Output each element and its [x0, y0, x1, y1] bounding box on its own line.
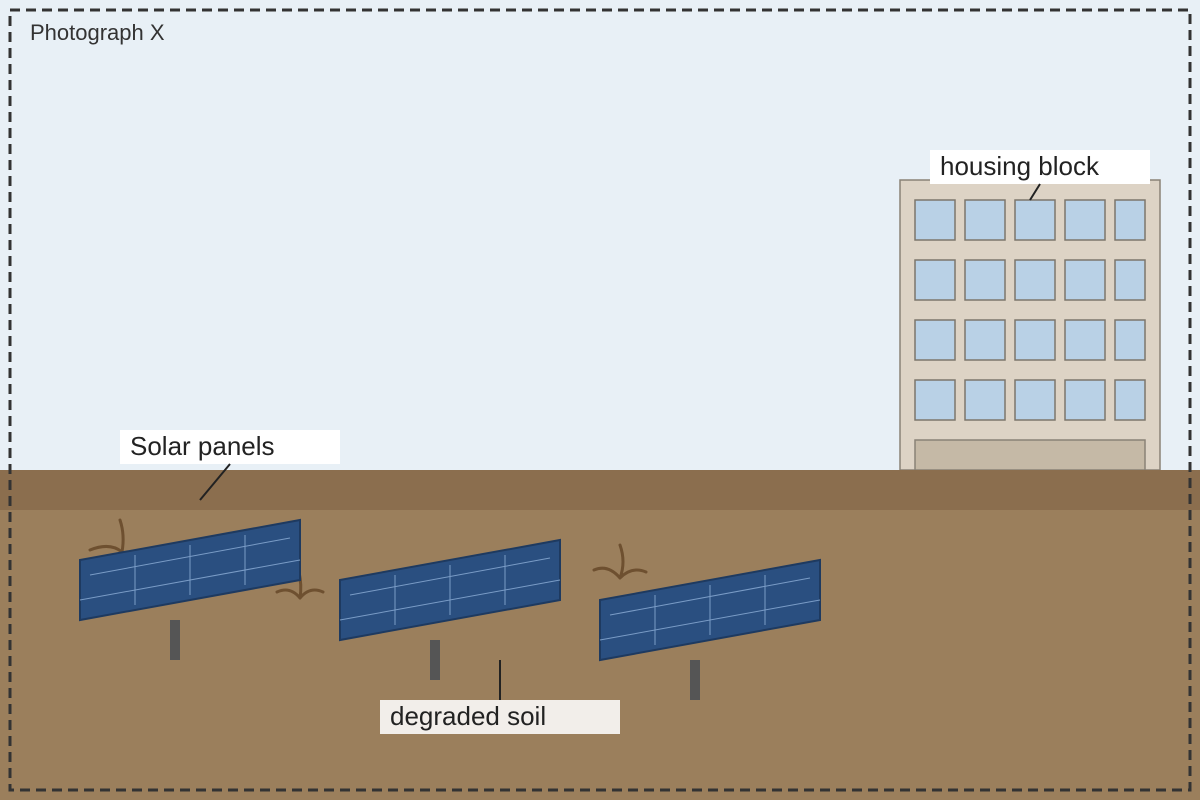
label-solar-panels: Solar panels	[120, 430, 340, 501]
building-window	[1064, 319, 1106, 361]
solar-panel-array	[79, 518, 821, 700]
weed	[88, 518, 125, 554]
solar-panel	[79, 518, 301, 660]
building-window	[1064, 379, 1106, 421]
housing-block-label: housing block	[940, 151, 1100, 181]
building-window	[1114, 319, 1146, 361]
building-window	[964, 259, 1006, 301]
label-housing-block: housing block	[930, 150, 1150, 201]
leader-line	[199, 463, 231, 501]
panel-post	[170, 620, 180, 660]
housing-block	[899, 179, 1161, 471]
building-window	[964, 199, 1006, 241]
dry-weeds	[88, 518, 648, 600]
leader-line	[1029, 183, 1041, 201]
building-window	[1064, 259, 1106, 301]
building-window	[1014, 319, 1056, 361]
building-window	[1014, 199, 1056, 241]
solar-panel	[339, 538, 561, 680]
building-window	[914, 379, 956, 421]
building-window	[1114, 199, 1146, 241]
building-window	[1014, 259, 1056, 301]
building-window	[1114, 259, 1146, 301]
figure-title: Photograph X	[30, 20, 165, 45]
ground-far	[0, 470, 1200, 510]
building-windows	[914, 199, 1146, 421]
panel-post	[690, 660, 700, 700]
building-entrance	[914, 439, 1146, 471]
building-window	[914, 259, 956, 301]
label-box	[120, 430, 340, 464]
panel-post	[430, 640, 440, 680]
building-window	[914, 319, 956, 361]
label-degraded-soil: degraded soil	[380, 660, 620, 734]
label-box	[380, 700, 620, 734]
building-window	[1114, 379, 1146, 421]
building-window	[964, 379, 1006, 421]
weed	[592, 543, 648, 580]
label-box	[930, 150, 1150, 184]
building-window	[914, 199, 956, 241]
building-window	[964, 319, 1006, 361]
solar-panels-label: Solar panels	[130, 431, 275, 461]
photo-frame	[8, 8, 1192, 792]
degraded-soil-label: degraded soil	[390, 701, 546, 731]
building-window	[1064, 199, 1106, 241]
solar-panel	[599, 558, 821, 700]
building-window	[1014, 379, 1056, 421]
